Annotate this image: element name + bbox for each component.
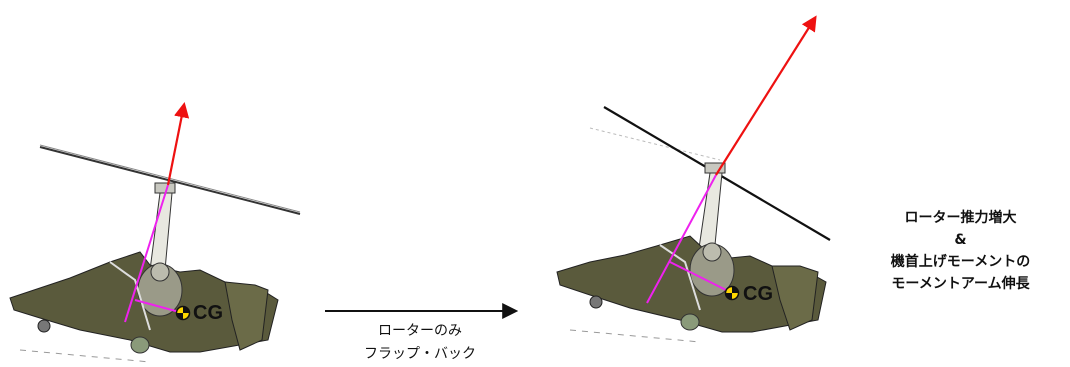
cg-label-before: CG [193, 302, 223, 324]
transition-label-line1: ローターのみ [378, 323, 462, 339]
result-line4: モーメントアーム伸長 [891, 276, 1030, 292]
autogyro-before [9, 101, 301, 363]
moment-arm-before [124, 184, 184, 323]
result-line2: & [954, 232, 967, 248]
cg-label-after: CG [743, 283, 773, 305]
cg-symbol-icon [724, 285, 740, 301]
autogyro-after [556, 15, 831, 343]
transition-label-line2: フラップ・バック [364, 346, 476, 362]
thrust-vector-after [715, 15, 817, 176]
result-line3: 機首上げモーメントの [890, 254, 1031, 270]
thrust-vector-before [166, 101, 190, 186]
result-line1: ローター推力増大 [904, 210, 1017, 226]
cg-symbol-icon [175, 305, 191, 321]
moment-arm-after [646, 174, 733, 304]
